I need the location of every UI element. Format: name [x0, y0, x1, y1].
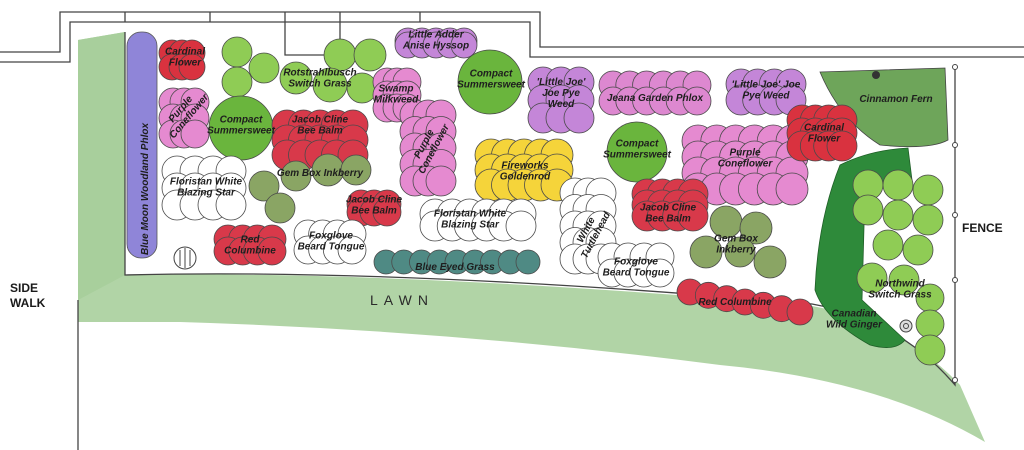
- plant-jacob-cline-bee-balm-1: [271, 109, 369, 171]
- label-red-columbine-2: Red Columbine: [698, 297, 772, 308]
- plant-gem-box-inkberry-2: [689, 205, 787, 279]
- side-walk-label-line1: SIDE: [10, 281, 38, 295]
- side-walk-label-line2: WALK: [10, 296, 46, 310]
- plant-cardinal-flower-1: [158, 39, 206, 81]
- fence-label: FENCE: [962, 221, 1003, 235]
- plant-cinnamon-fern: [819, 67, 949, 148]
- plant-fireworks-goldenrod: [474, 138, 574, 202]
- plant-compact-summersweet-2: [457, 49, 523, 115]
- lawn-area: [78, 32, 985, 442]
- lawn-strip-left: [78, 32, 125, 300]
- plant-joe-pye-weed-1: [527, 66, 595, 134]
- plant-rotstrahlbusch-switch-grass: [279, 38, 387, 104]
- label-cinnamon-fern: Cinnamon Fern: [859, 94, 932, 105]
- plant-shapes: [158, 27, 946, 366]
- plant-blue-eyed-grass: [373, 249, 541, 275]
- cinnamon-fern-marker-icon: [872, 71, 880, 79]
- building-wall-inner: [0, 21, 1024, 63]
- plant-floristan-white-blazing-star-1: [161, 155, 247, 221]
- plant-cardinal-flower-2: [786, 104, 858, 162]
- plant-jeana-garden-phlox: [598, 70, 712, 116]
- lawn-label: LAWN: [370, 292, 434, 308]
- plant-purple-coneflower-2: [399, 99, 457, 197]
- building-wall: [0, 11, 1024, 53]
- plant-gem-box-inkberry-1: [248, 153, 372, 224]
- plant-red-columbine-1: [213, 224, 287, 266]
- drain-icon: [173, 246, 197, 270]
- plant-compact-summersweet-3: [606, 121, 668, 183]
- plant-foxglove-beard-tongue-2: [597, 242, 675, 288]
- plant-red-columbine-2: [676, 278, 814, 326]
- label-blue-eyed-grass: Blue Eyed Grass: [415, 262, 495, 273]
- plant-blue-moon-woodland-phlox: [126, 31, 158, 259]
- window-frame: [124, 12, 421, 56]
- label-jeana-garden-phlox: Jeana Garden Phlox: [607, 93, 704, 104]
- plant-little-adder-anise-hyssop: [394, 27, 478, 59]
- label-gem-box-inkberry-1: Gem Box Inkberry: [277, 168, 364, 179]
- plant-switch-grass-cluster-1: [221, 36, 280, 98]
- label-blue-moon-woodland-phlox: Blue Moon Woodland Phlox: [140, 123, 151, 255]
- plant-jacob-cline-bee-balm-2: [346, 189, 402, 227]
- plant-canadian-wild-ginger: [814, 147, 913, 348]
- plant-purple-coneflower-1: [158, 87, 210, 149]
- plant-white-turtlehead: [559, 177, 617, 275]
- plant-northwind-switch-grass: [852, 169, 946, 366]
- spigot-icon: [899, 319, 913, 333]
- plant-jacob-cline-bee-balm-3: [631, 178, 709, 232]
- plant-floristan-white-blazing-star-2: [419, 198, 537, 242]
- plant-joe-pye-weed-2: [725, 68, 807, 116]
- fence-posts: [952, 64, 958, 383]
- plant-foxglove-beard-tongue-1: [293, 219, 367, 265]
